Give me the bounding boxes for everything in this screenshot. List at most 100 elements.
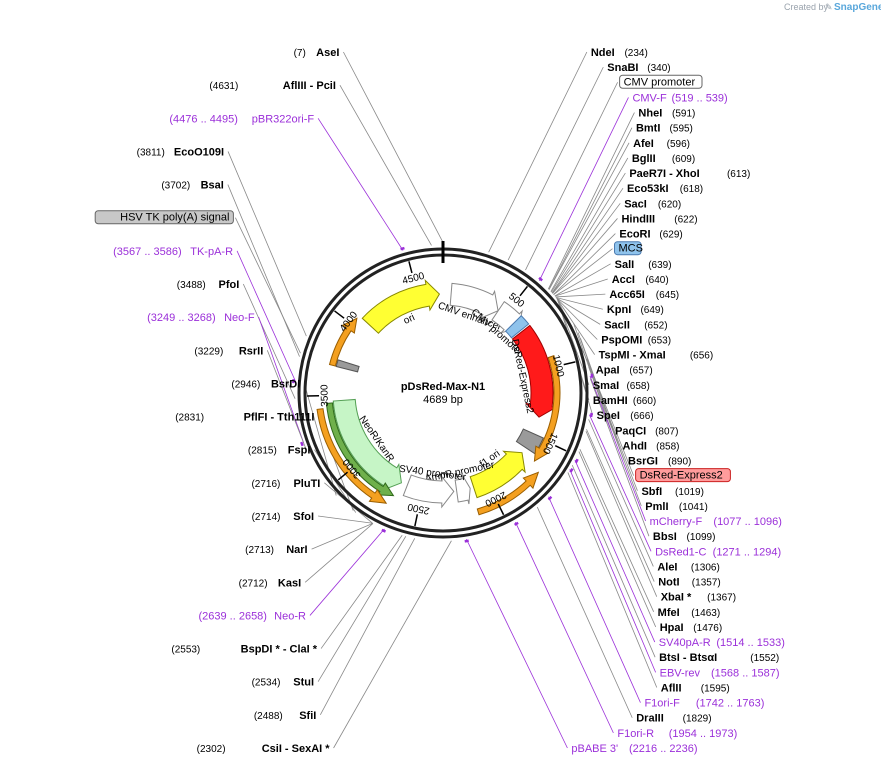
enzyme-position: (666) [630, 411, 653, 422]
feature-arc-neor-kanr[interactable] [332, 398, 402, 491]
site-pflfi-tth111i[interactable]: PflFI - Tth111I(2831) [175, 412, 314, 424]
feature-arc-ori[interactable] [361, 278, 441, 334]
primer-neo-f[interactable]: Neo-F(3249 .. 3268) [147, 312, 255, 324]
site-noti[interactable]: NotI(1357) [658, 577, 721, 589]
enzyme-name: BmtI [636, 123, 660, 135]
enzyme-position: (340) [647, 63, 670, 74]
feature-box-cmv-promoter[interactable]: CMV promoter [619, 74, 703, 89]
leader-line [571, 464, 656, 658]
enzyme-name: PaqCI [615, 425, 646, 437]
primer-name: TK-pA-R [190, 246, 233, 258]
site-eco53ki[interactable]: Eco53kI(618) [627, 183, 703, 195]
site-hpai[interactable]: HpaI(1476) [660, 622, 723, 634]
site-bglii[interactable]: BglII(609) [632, 153, 695, 165]
site-pfoi[interactable]: PfoI(3488) [177, 279, 240, 291]
primer-range: (519 .. 539) [671, 92, 727, 104]
site-apai[interactable]: ApaI(657) [596, 365, 653, 377]
site-paqci[interactable]: PaqCI(807) [615, 425, 678, 437]
primer-f1ori-r[interactable]: F1ori-R(1954 .. 1973) [617, 728, 737, 740]
feature-arc-sv40-promoter[interactable] [402, 474, 455, 509]
site-fspi[interactable]: FspI(2815) [248, 445, 311, 457]
feature-arc-track-14[interactable] [316, 408, 388, 504]
primer-f1ori-f[interactable]: F1ori-F(1742 .. 1763) [644, 698, 764, 710]
feature-arc-hsv-tk-poly-a-signal[interactable] [335, 359, 360, 373]
site-bmti[interactable]: BmtI(595) [636, 123, 693, 135]
site-csii-sexai[interactable]: CsiI - SexAI *(2302) [197, 743, 331, 755]
primer-ebv-rev[interactable]: EBV-rev(1568 .. 1587) [660, 667, 780, 679]
tick-mark [414, 514, 419, 527]
site-stui[interactable]: StuI(2534) [252, 677, 315, 689]
primer-pbabe-3[interactable]: pBABE 3'(2216 .. 2236) [571, 743, 697, 755]
site-pspomi[interactable]: PspOMI(653) [601, 334, 671, 346]
feature-box-mcs[interactable]: MCS [613, 241, 643, 256]
leader-line [333, 540, 452, 749]
feature-arc-f1-ori[interactable] [469, 450, 526, 499]
site-afliii-pcii[interactable]: AflIII - PciI(4631) [209, 80, 336, 92]
site-bamhi[interactable]: BamHI(660) [593, 395, 656, 407]
site-pmli[interactable]: PmlI(1041) [645, 501, 708, 513]
site-hindiii[interactable]: HindIII(622) [621, 213, 697, 225]
feature-arc-track-12[interactable] [476, 471, 540, 516]
site-acci[interactable]: AccI(640) [612, 274, 669, 286]
site-draiii[interactable]: DraIII(1829) [636, 713, 711, 725]
site-tspmi-xmai[interactable]: TspMI - XmaI(656) [599, 350, 714, 362]
site-acc65i[interactable]: Acc65I(645) [609, 289, 679, 301]
site-kpni[interactable]: KpnI(649) [607, 304, 664, 316]
site-saci[interactable]: SacI(620) [624, 198, 681, 210]
site-aflii[interactable]: AflII(1595) [661, 682, 730, 694]
primer-pbr322ori-f[interactable]: pBR322ori-F(4476 .. 4495) [169, 113, 314, 125]
feature-arc-track-11[interactable] [533, 355, 561, 463]
feature-box-dsred-express2[interactable]: DsRed-Express2 [635, 468, 731, 483]
site-btsi-bts-i[interactable]: BtsI - BtsαI(1552) [659, 652, 779, 664]
site-paer7i-xhoi[interactable]: PaeR7I - XhoI(613) [629, 168, 750, 180]
feature-arc-ampr-promoter[interactable] [454, 474, 471, 505]
site-sacii[interactable]: SacII(652) [604, 319, 667, 331]
enzyme-name: AfeI [633, 138, 654, 150]
site-bspdi-clai[interactable]: BspDI * - ClaI *(2553) [171, 644, 317, 656]
credit-brand: SnapGene [834, 2, 881, 13]
site-ahdi[interactable]: AhdI(858) [623, 440, 680, 452]
site-snabi[interactable]: SnaBI(340) [607, 62, 670, 74]
site-xbai[interactable]: XbaI *(1367) [661, 592, 736, 604]
enzyme-position: (1476) [693, 623, 722, 634]
site-kasi[interactable]: KasI(2712) [239, 577, 302, 589]
site-ndei[interactable]: NdeI(234) [591, 47, 648, 59]
site-rsrii[interactable]: RsrII(3229) [194, 345, 263, 357]
primer-tk-pa-r[interactable]: TK-pA-R(3567 .. 3586) [113, 246, 233, 258]
site-bbsi[interactable]: BbsI(1099) [653, 531, 716, 543]
site-mfei[interactable]: MfeI(1463) [658, 607, 721, 619]
feature-arc-cmv-enhancer[interactable] [449, 282, 499, 320]
primer-cmv-f[interactable]: CMV-F(519 .. 539) [632, 92, 727, 104]
site-bsrdi[interactable]: BsrDI(2946) [231, 378, 300, 390]
feature-arc-mcs[interactable] [504, 315, 530, 339]
site-smai[interactable]: SmaI(658) [593, 380, 650, 392]
feature-box-hsv-tk-poly-a-signal[interactable]: HSV TK poly(A) signal [94, 210, 234, 225]
enzyme-position: (649) [640, 305, 663, 316]
site-sali[interactable]: SalI(639) [615, 259, 672, 271]
primer-neo-r[interactable]: Neo-R(2639 .. 2658) [198, 610, 306, 622]
feature-arc-track-13[interactable] [325, 402, 395, 497]
primer-name: EBV-rev [660, 667, 701, 679]
site-pluti[interactable]: PluTI(2716) [251, 478, 320, 490]
site-sfii[interactable]: SfiI(2488) [254, 710, 317, 722]
site-asei[interactable]: AseI(7) [294, 47, 340, 59]
enzyme-name: SalI [615, 259, 635, 271]
primer-sv40pa-r[interactable]: SV40pA-R(1514 .. 1533) [659, 637, 785, 649]
site-ecoo109i[interactable]: EcoO109I(3811) [137, 146, 224, 158]
enzyme-position: (2714) [252, 512, 281, 523]
primer-dsred1-c[interactable]: DsRed1-C(1271 .. 1294) [655, 546, 781, 558]
site-nhei[interactable]: NheI(591) [638, 108, 695, 120]
primer-mcherry-f[interactable]: mCherry-F(1077 .. 1096) [650, 516, 782, 528]
site-bsai[interactable]: BsaI(3702) [161, 180, 224, 192]
feature-arc-dsred-express2[interactable] [511, 324, 558, 418]
site-sfoi[interactable]: SfoI(2714) [252, 511, 315, 523]
enzyme-name: BspDI * - ClaI * [241, 644, 318, 656]
site-alei[interactable]: AleI(1306) [657, 561, 720, 573]
site-bsrgi[interactable]: BsrGI(890) [628, 456, 691, 468]
site-spei[interactable]: SpeI(666) [597, 410, 654, 422]
site-afei[interactable]: AfeI(596) [633, 138, 690, 150]
site-nari[interactable]: NarI(2713) [245, 544, 308, 556]
feature-arc-track-15[interactable] [328, 317, 358, 367]
site-ecori[interactable]: EcoRI(629) [619, 229, 682, 241]
site-sbfi[interactable]: SbfI(1019) [641, 486, 704, 498]
